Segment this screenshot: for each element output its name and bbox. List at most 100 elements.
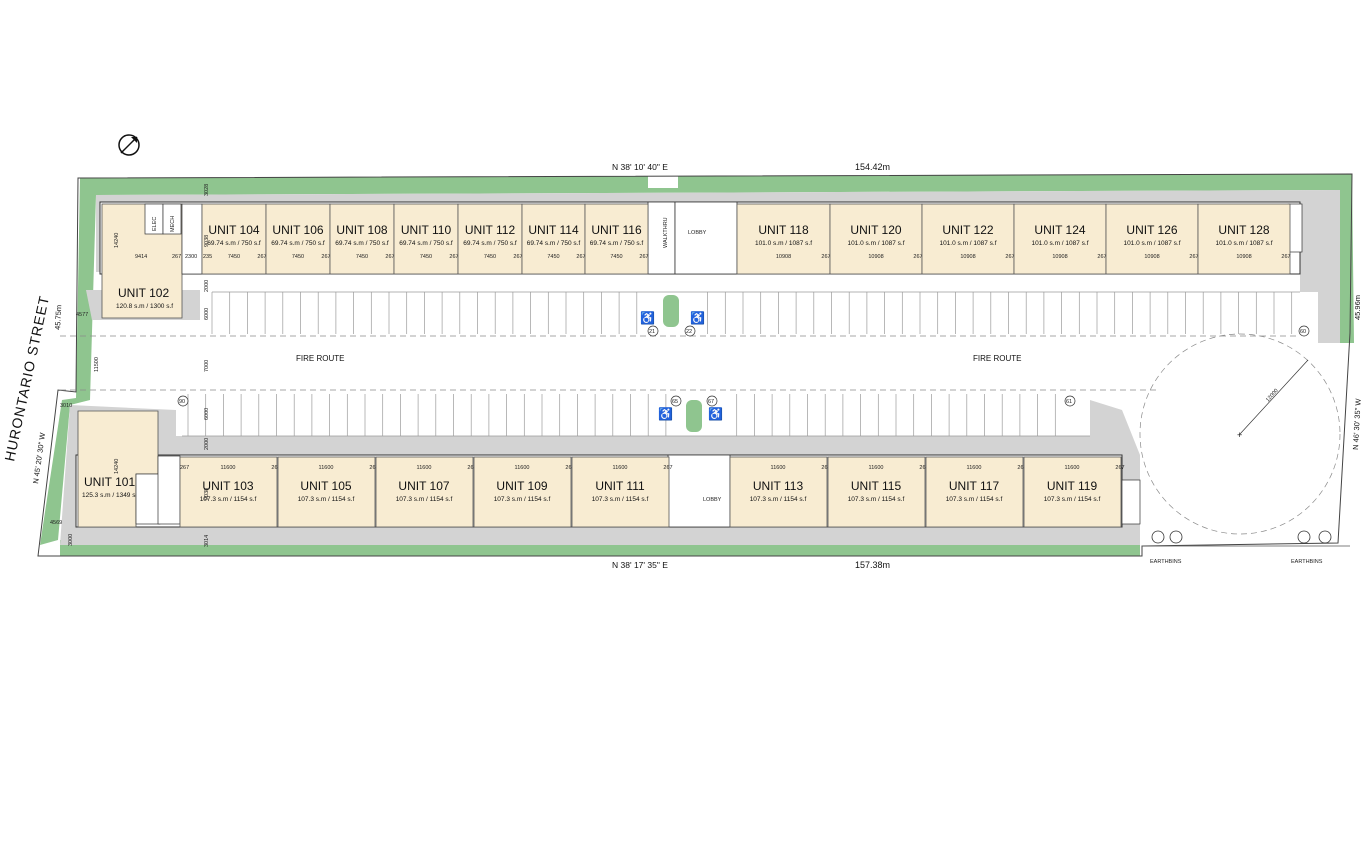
unit-box bbox=[521, 203, 586, 275]
wall-dim: 267 bbox=[1189, 254, 1198, 260]
unit-width: 11600 bbox=[221, 465, 236, 471]
fire-route-label: FIRE ROUTE bbox=[296, 354, 344, 363]
unit-area: 69.74 s.m / 750 s.f bbox=[527, 240, 581, 247]
unit-area: 120.8 s.m / 1300 s.f bbox=[116, 303, 173, 310]
unit-box bbox=[265, 203, 331, 275]
stall-count-markers: 21 22 60 90 65 67 61 bbox=[177, 325, 1310, 407]
earthbins-label: EARTHBINS bbox=[1291, 559, 1323, 565]
unit-area: 69.74 s.m / 750 s.f bbox=[207, 240, 261, 247]
dim: 6000 bbox=[204, 408, 210, 420]
unit-box bbox=[829, 203, 923, 275]
unit-area: 125.3 s.m / 1349 s.f bbox=[82, 492, 139, 499]
property-line bbox=[37, 173, 1353, 557]
wall-dim: 267 bbox=[639, 254, 648, 260]
unit-name: UNIT 103 bbox=[202, 479, 253, 493]
unit-width: 11600 bbox=[417, 465, 432, 471]
bin-icon bbox=[1151, 530, 1332, 544]
wall-dim: 267 bbox=[257, 254, 266, 260]
stall-count: 22 bbox=[686, 329, 692, 335]
unit-width: 11600 bbox=[967, 465, 982, 471]
unit-width: 10908 bbox=[960, 254, 975, 260]
mech-room bbox=[162, 203, 182, 235]
stall-count: 90 bbox=[179, 399, 185, 405]
unit-name: UNIT 110 bbox=[401, 223, 452, 237]
wall-dim: 267 bbox=[1115, 465, 1124, 471]
unit-area: 107.3 s.m / 1154 s.f bbox=[396, 496, 453, 503]
unit-width: 11600 bbox=[613, 465, 628, 471]
unit-name: UNIT 109 bbox=[496, 479, 547, 493]
unit-area: 107.3 s.m / 1154 s.f bbox=[592, 496, 649, 503]
dim: 9038 bbox=[204, 235, 210, 247]
unit-width: 11600 bbox=[869, 465, 884, 471]
unit-name: UNIT 116 bbox=[591, 223, 642, 237]
stair-south-west bbox=[157, 455, 181, 525]
unit-box bbox=[473, 456, 572, 528]
unit-box bbox=[1013, 203, 1107, 275]
earthbins-label: EARTHBINS bbox=[1150, 559, 1182, 565]
dim: 7000 bbox=[204, 360, 210, 372]
unit-area: 101.0 s.m / 1087 s.f bbox=[1031, 240, 1088, 247]
unit-101: UNIT 101 125.3 s.m / 1349 s.f bbox=[77, 410, 159, 528]
dim: 4577 bbox=[76, 312, 88, 318]
stall-count: 65 bbox=[672, 399, 678, 405]
stall-count: 21 bbox=[649, 329, 655, 335]
unit-width: 7450 bbox=[610, 254, 622, 260]
unit-width: 11600 bbox=[771, 465, 786, 471]
svg-text:♿: ♿ bbox=[708, 407, 723, 421]
unit-box bbox=[201, 203, 267, 275]
unit-name: UNIT 108 bbox=[336, 223, 387, 237]
unit-box bbox=[584, 203, 649, 275]
svg-text:♿: ♿ bbox=[690, 311, 705, 325]
washroom bbox=[135, 473, 161, 525]
unit-name: UNIT 114 bbox=[528, 223, 579, 237]
unit-name: UNIT 113 bbox=[753, 479, 804, 493]
unit-area: 69.74 s.m / 750 s.f bbox=[335, 240, 389, 247]
unit-name: UNIT 122 bbox=[942, 223, 993, 237]
lobby-label: LOBBY bbox=[688, 230, 707, 236]
unit-box bbox=[329, 203, 395, 275]
wall-dim: 267 bbox=[467, 465, 476, 471]
unit-box bbox=[1197, 203, 1291, 275]
lobby-south bbox=[667, 454, 731, 528]
dim: 3028 bbox=[204, 184, 210, 196]
unit-name: UNIT 119 bbox=[1047, 479, 1098, 493]
wall-dim: 267 bbox=[1281, 254, 1290, 260]
top-bearing: N 38' 10' 40" E bbox=[612, 162, 668, 172]
wall-dim: 267 bbox=[321, 254, 330, 260]
unit-name: UNIT 120 bbox=[850, 223, 901, 237]
unit-box bbox=[827, 456, 926, 528]
unit-name: UNIT 112 bbox=[465, 223, 516, 237]
unit-box bbox=[736, 203, 831, 275]
unit-box bbox=[1105, 203, 1199, 275]
unit-area: 69.74 s.m / 750 s.f bbox=[271, 240, 325, 247]
stair-south-east bbox=[1121, 479, 1141, 525]
unit-name: UNIT 117 bbox=[949, 479, 1000, 493]
stair-north-west bbox=[181, 203, 203, 275]
bottom-bearing: N 38' 17' 35" E bbox=[612, 560, 668, 570]
unit-name: UNIT 124 bbox=[1034, 223, 1085, 237]
earthbins: EARTHBINS EARTHBINS bbox=[1150, 530, 1332, 565]
dim: 2000 bbox=[204, 280, 210, 292]
unit-box bbox=[179, 456, 278, 528]
unit-name: UNIT 102 bbox=[118, 286, 169, 300]
unit-area: 107.3 s.m / 1154 s.f bbox=[946, 496, 1003, 503]
dim: 235 bbox=[203, 254, 212, 260]
svg-text:♿: ♿ bbox=[658, 407, 673, 421]
wall-dim: 267 bbox=[576, 254, 585, 260]
unit-area: 101.0 s.m / 1087 s.f bbox=[847, 240, 904, 247]
turn-radius-label: 12000 bbox=[1265, 388, 1280, 403]
wall-dim: 267 bbox=[821, 254, 830, 260]
unit-name: UNIT 118 bbox=[758, 223, 809, 237]
dim: 4569 bbox=[50, 520, 62, 526]
bottom-length: 157.38m bbox=[855, 560, 890, 570]
